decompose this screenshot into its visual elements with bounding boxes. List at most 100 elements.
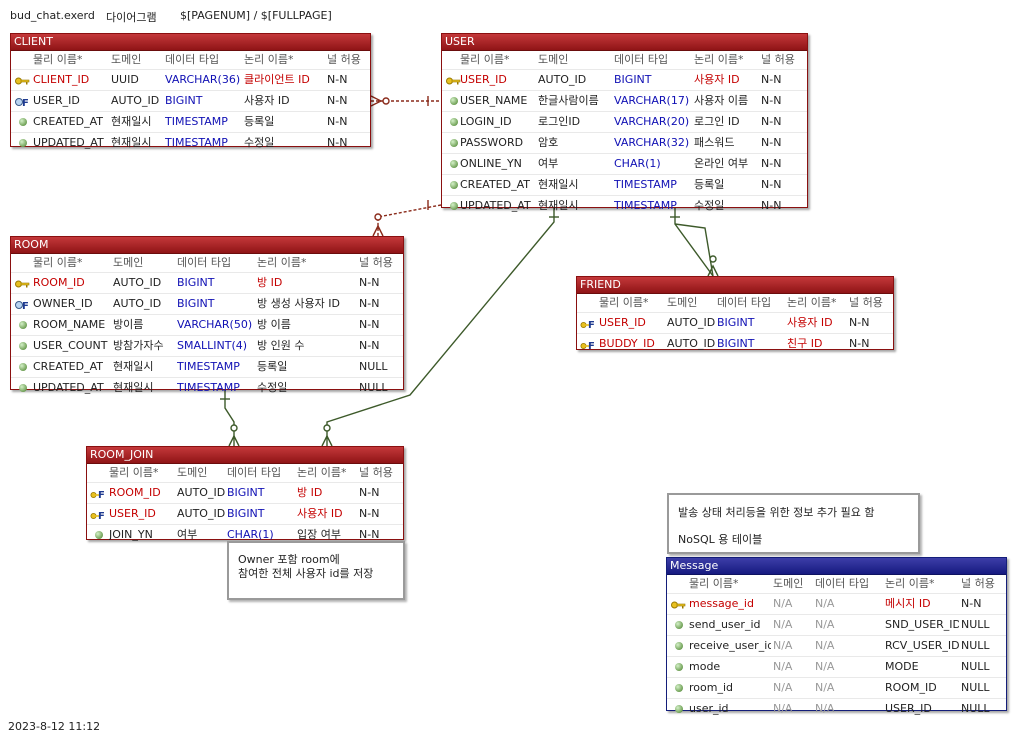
column-type: TIMESTAMP — [165, 136, 228, 149]
column-type: VARCHAR(17) — [614, 94, 690, 107]
column-nullable: NULL — [359, 360, 388, 373]
column-header: 도메인 — [667, 296, 698, 309]
column-header: 논리 이름* — [297, 466, 347, 479]
column-logical-name: MODE — [885, 660, 919, 673]
table-title[interactable]: Message — [667, 558, 1006, 575]
column-logical-name: 로그인 ID — [694, 115, 740, 128]
table-title[interactable]: USER — [442, 34, 807, 51]
column-name: USER_ID — [599, 316, 646, 329]
column-nullable: NULL — [961, 681, 990, 694]
primary-foreign-key-icon: F — [580, 334, 596, 354]
column-nullable: N-N — [761, 199, 782, 212]
column-domain: 현재일시 — [538, 199, 579, 212]
table-title[interactable]: CLIENT — [11, 34, 370, 51]
column-dot-icon — [445, 196, 461, 216]
column-logical-name: 방 이름 — [257, 318, 291, 331]
column-header: 논리 이름* — [694, 53, 744, 66]
column-type: TIMESTAMP — [614, 199, 677, 212]
column-type: N/A — [815, 660, 835, 673]
column-logical-name: RCV_USER_ID — [885, 639, 959, 652]
primary-foreign-key-icon: F — [580, 313, 596, 333]
column-nullable: NULL — [961, 639, 990, 652]
column-name: PASSWORD — [460, 136, 524, 149]
column-dot-icon — [445, 154, 461, 174]
column-domain: AUTO_ID — [538, 73, 587, 86]
column-header: 데이터 타입 — [614, 53, 669, 66]
column-logical-name: 친구 ID — [787, 337, 823, 350]
column-type: VARCHAR(50) — [177, 318, 253, 331]
column-dot-icon — [14, 378, 30, 398]
column-type: TIMESTAMP — [614, 178, 677, 191]
column-type: CHAR(1) — [227, 528, 274, 541]
column-logical-name: 입장 여부 — [297, 528, 341, 541]
primary-foreign-key-icon: F — [90, 483, 106, 503]
column-name: BUDDY_ID — [599, 337, 655, 350]
column-domain: N/A — [773, 681, 793, 694]
column-type: N/A — [815, 702, 835, 715]
column-name: USER_COUNT — [33, 339, 108, 352]
column-logical-name: 사용자 ID — [244, 94, 290, 107]
column-domain: 방이름 — [113, 318, 144, 331]
column-domain: 현재일시 — [113, 381, 154, 394]
column-dot-icon — [14, 357, 30, 377]
primary-key-icon — [14, 273, 30, 293]
column-domain: 현재일시 — [111, 136, 152, 149]
note-message-info[interactable]: 발송 상태 처리등을 위한 정보 추가 필요 함 NoSQL 용 테이블 — [667, 493, 920, 554]
column-type: VARCHAR(20) — [614, 115, 690, 128]
column-name: OWNER_ID — [33, 297, 93, 310]
svg-text:F: F — [98, 490, 105, 500]
column-nullable: NULL — [359, 381, 388, 394]
note-room-owner[interactable]: Owner 포함 room에 참여한 전체 사용자 id를 저장 — [227, 541, 405, 600]
table-title[interactable]: ROOM — [11, 237, 403, 254]
table-title[interactable]: FRIEND — [577, 277, 893, 294]
column-name: UPDATED_AT — [33, 136, 104, 149]
table-title[interactable]: ROOM_JOIN — [87, 447, 403, 464]
column-dot-icon — [14, 336, 30, 356]
column-dot-icon — [445, 175, 461, 195]
foreign-key-icon: F — [14, 294, 30, 314]
column-logical-name: 클라이언트 ID — [244, 73, 310, 86]
column-nullable: N-N — [359, 528, 380, 541]
column-logical-name: 사용자 이름 — [694, 94, 749, 107]
column-header: 도메인 — [177, 466, 208, 479]
column-logical-name: 방 인원 수 — [257, 339, 305, 352]
column-domain: 현재일시 — [113, 360, 154, 373]
svg-text:F: F — [98, 511, 105, 521]
svg-text:F: F — [588, 341, 595, 351]
